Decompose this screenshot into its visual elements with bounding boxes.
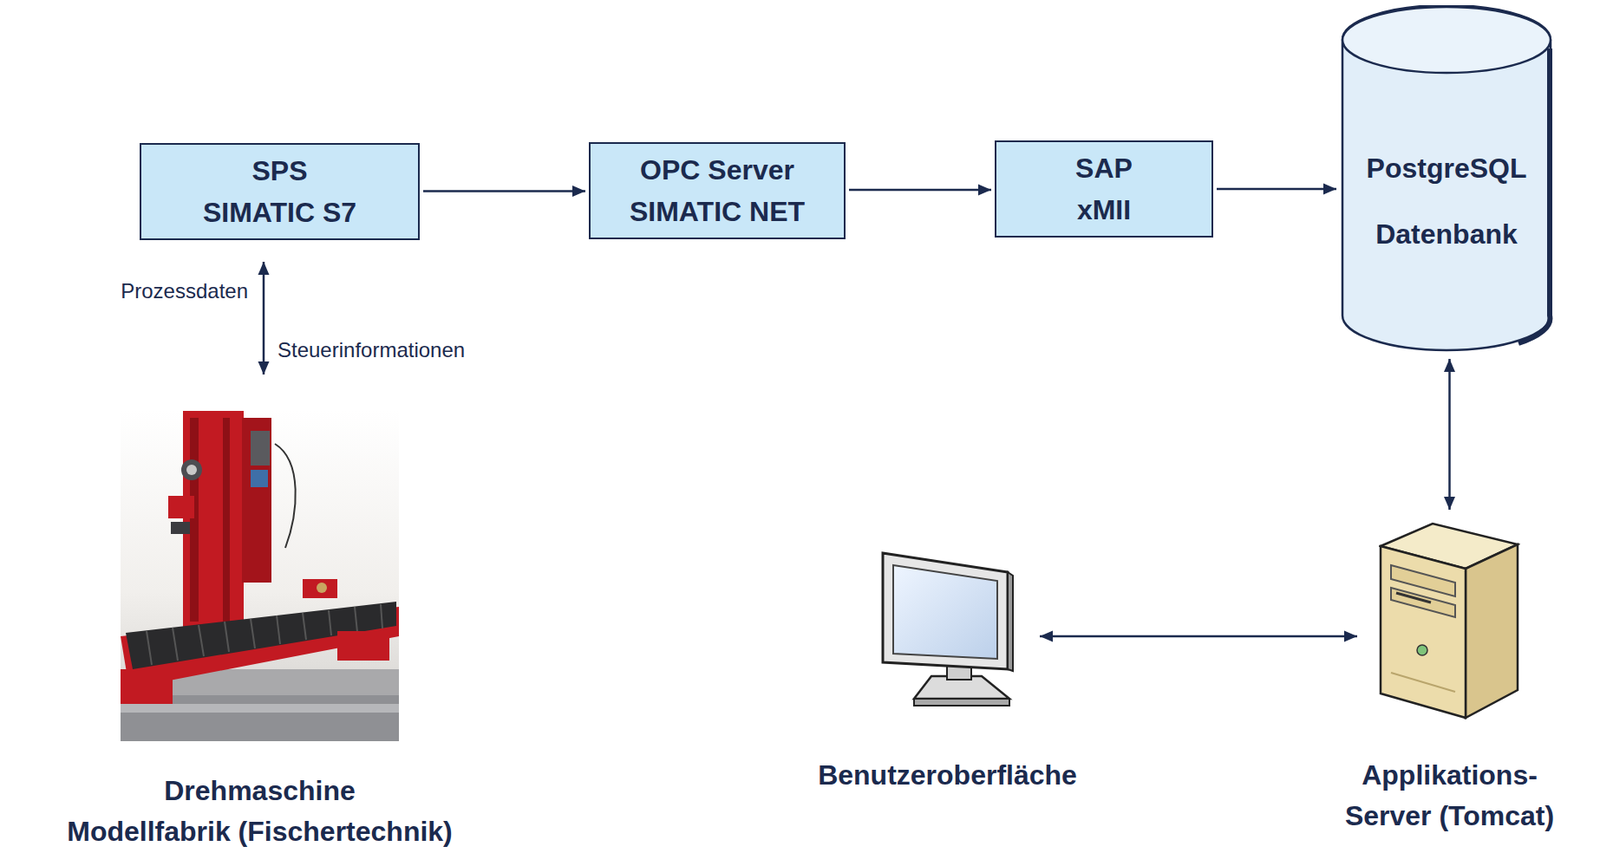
- arrow-head: [1443, 359, 1456, 373]
- database-cylinder: PostgreSQL Datenbank: [1339, 5, 1554, 353]
- icon-label: Benutzeroberfläche: [817, 755, 1078, 797]
- server-icon: [1378, 520, 1521, 720]
- arrow-head: [1323, 183, 1337, 196]
- conveyor-part-part: [172, 627, 178, 661]
- connector-line: [423, 189, 586, 193]
- arrow-head: [1344, 631, 1358, 643]
- conveyor-part: [302, 579, 338, 599]
- conveyor-part: [120, 704, 399, 713]
- connector-line: [262, 261, 266, 375]
- column-part: [250, 470, 268, 488]
- arrow-head: [1039, 631, 1053, 643]
- connector: [1216, 183, 1337, 196]
- conveyor-part-part: [354, 607, 358, 633]
- column-part: [189, 417, 199, 622]
- column-part: [241, 417, 272, 583]
- node-text: SPS SIMATIC S7: [202, 150, 357, 234]
- icon-node: Drehmaschine Modellfabrik (Fischertechni…: [120, 409, 399, 742]
- box-text-column: OPC Server SIMATIC NET: [629, 149, 805, 233]
- monitor-icon-part: [914, 698, 1010, 706]
- machine-photo: [120, 409, 399, 742]
- conveyor-part: [337, 631, 390, 661]
- arrow-head: [1443, 496, 1456, 510]
- connector-line: [1039, 635, 1358, 639]
- column-part: [274, 444, 296, 549]
- connector: [1443, 359, 1456, 510]
- cylinder-shade: [1518, 48, 1550, 344]
- server-icon-part: [1380, 546, 1466, 719]
- cylinder-text-area: PostgreSQL Datenbank: [1339, 5, 1554, 353]
- conveyor-part-part: [250, 619, 255, 649]
- column-part: [186, 464, 197, 476]
- process-box: OPC Server SIMATIC NET: [588, 142, 846, 240]
- node-text: OPC Server SIMATIC NET: [629, 149, 805, 233]
- connector: [423, 185, 586, 197]
- arrow-head: [258, 261, 270, 275]
- connector: [258, 261, 270, 375]
- connector-label: Prozessdaten: [118, 279, 250, 304]
- server-icon-part-part: [1391, 587, 1456, 618]
- server-icon-part: [1391, 565, 1456, 618]
- conveyor-part-part: [302, 613, 307, 640]
- icon-label: Applikations- Server (Tomcat): [1345, 755, 1555, 837]
- conveyor-part-part: [380, 604, 383, 629]
- server-icon-part: [1391, 672, 1456, 693]
- arrow-head: [978, 184, 992, 196]
- box-text-column: SPS SIMATIC S7: [202, 150, 357, 234]
- column-part: [250, 431, 270, 466]
- column: [168, 411, 296, 628]
- server-icon-part: [1417, 645, 1428, 656]
- conveyor-part: [125, 601, 397, 670]
- cylinder-body: [1342, 5, 1551, 351]
- node-text: SAP xMII: [1075, 147, 1133, 231]
- connector-line: [848, 189, 992, 192]
- node-text: PostgreSQL Datenbank: [1366, 135, 1528, 268]
- arrow-head: [572, 185, 586, 197]
- arrow-head: [258, 361, 270, 375]
- conveyor-part-part: [146, 631, 152, 666]
- connector: [848, 184, 992, 196]
- conveyor-part-part: [276, 615, 281, 645]
- server-icon-part: [1465, 544, 1518, 719]
- column-part: [170, 522, 190, 535]
- conveyor: [120, 579, 399, 713]
- column-part: [181, 459, 203, 481]
- column-part: [168, 496, 195, 519]
- connector: [1039, 631, 1358, 643]
- monitor-icon: [879, 546, 1016, 710]
- box-text-column: SAP xMII: [1075, 147, 1133, 231]
- monitor-icon-part: [1007, 572, 1013, 672]
- column-part: [222, 417, 230, 622]
- connector-line: [1216, 188, 1337, 191]
- process-box: SPS SIMATIC S7: [139, 143, 420, 241]
- conveyor-part-part: [328, 610, 332, 636]
- conveyor-part: [316, 582, 327, 594]
- server-icon-part: [1396, 593, 1431, 603]
- annotation-label: Steuerinformationen: [275, 338, 467, 363]
- icon-node: Applikations- Server (Tomcat): [1378, 520, 1521, 720]
- icon-node: Benutzeroberfläche: [879, 546, 1016, 710]
- conveyor-part-part: [224, 621, 229, 653]
- icon-label: Drehmaschine Modellfabrik (Fischertechni…: [66, 770, 453, 853]
- machine-photo-part: [120, 409, 399, 742]
- monitor-icon-part: [882, 553, 1008, 670]
- conveyor-part-part: [198, 625, 204, 657]
- connector-line: [1448, 359, 1451, 510]
- column-part: [182, 411, 244, 628]
- monitor-icon-part: [893, 565, 998, 660]
- machine-photo-part: [120, 669, 399, 742]
- cylinder-top: [1342, 6, 1551, 73]
- process-box: SAP xMII: [994, 140, 1214, 238]
- conveyor-part: [120, 669, 173, 705]
